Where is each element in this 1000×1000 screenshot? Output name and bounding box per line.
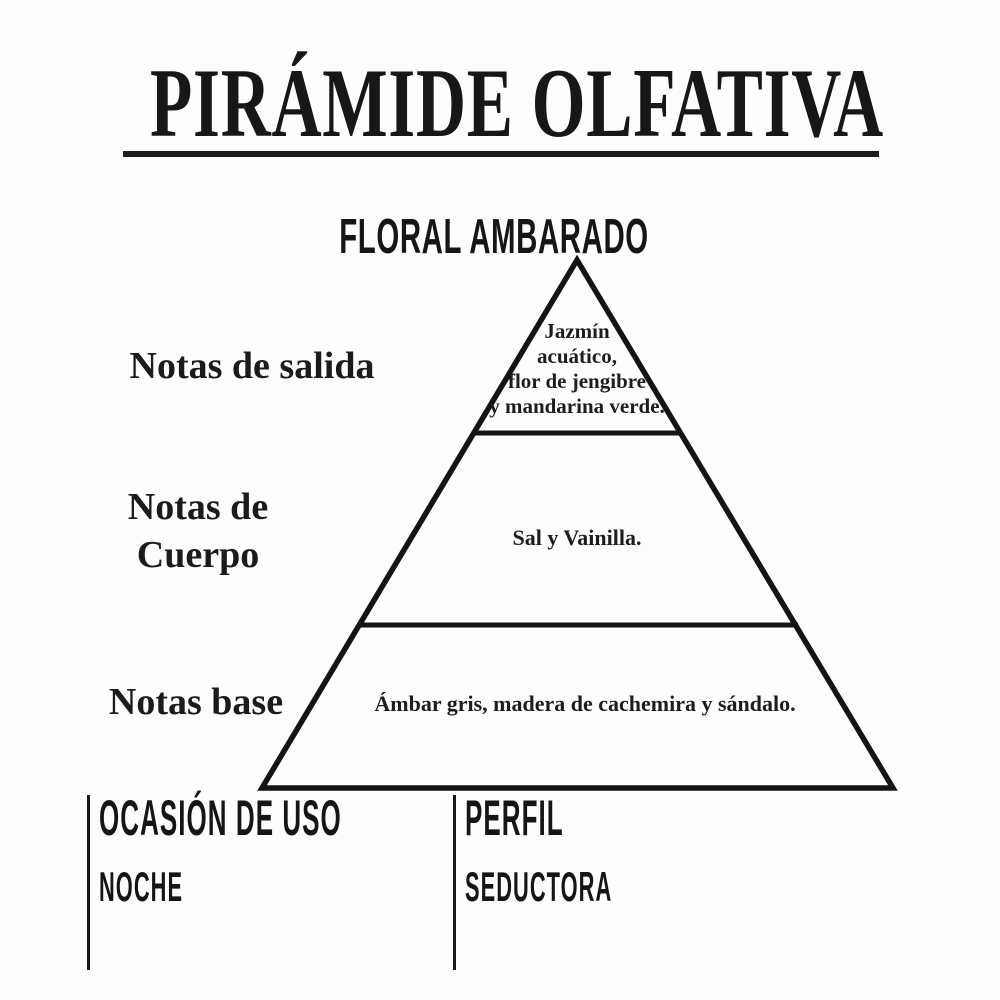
label-line: Cuerpo <box>136 534 260 576</box>
note-line: y mandarina verde. <box>489 394 665 418</box>
note-line: acuático, <box>537 344 617 368</box>
title-underline <box>123 151 879 157</box>
pyramid-outline <box>257 254 898 791</box>
top-notes-text: Jazmín acuático, flor de jengibre y mand… <box>452 319 702 419</box>
note-line: Jazmín <box>544 319 610 343</box>
occasion-value: NOCHE <box>99 863 184 910</box>
profile-value: SEDUCTORA <box>465 863 613 910</box>
label-top-notes: Notas de salida <box>129 345 375 387</box>
occasion-column-rule <box>87 795 90 970</box>
page-title: PIRÁMIDE OLFATIVA <box>150 49 884 158</box>
occasion-heading: OCASIÓN DE USO <box>99 790 342 846</box>
note-line: flor de jengibre <box>507 369 647 393</box>
label-heart-notes: Notas de Cuerpo <box>88 483 308 579</box>
fragrance-family-label: FLORAL AMBARADO <box>339 210 649 264</box>
heart-notes-text: Sal y Vainilla. <box>512 525 642 550</box>
profile-heading: PERFIL <box>465 790 564 846</box>
base-notes-text: Ámbar gris, madera de cachemira y sándal… <box>374 691 796 716</box>
label-base-notes: Notas base <box>108 681 284 723</box>
profile-column-rule <box>453 795 456 970</box>
label-line: Notas de <box>127 486 269 528</box>
